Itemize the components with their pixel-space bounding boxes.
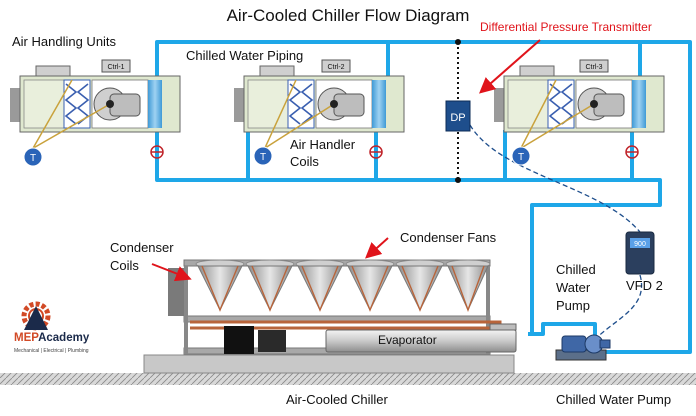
tap-point xyxy=(455,39,461,45)
condenser-fan xyxy=(395,259,445,312)
dp-transmitter xyxy=(445,100,471,132)
label-condenser-fans: Condenser Fans xyxy=(400,230,497,245)
controller-label: Ctrl-2 xyxy=(327,64,344,71)
evaporator xyxy=(325,329,517,353)
controller-label: Ctrl-3 xyxy=(585,64,602,71)
label-footer-pump: Chilled Water Pump xyxy=(556,392,672,407)
svg-text:T: T xyxy=(518,152,524,163)
label-differential-pressure-transmitter: Differential Pressure Transmitter xyxy=(480,20,652,34)
vfd-display xyxy=(630,238,650,248)
label-condenser-coils-line1: Condenser xyxy=(110,240,174,255)
annotation-arrows xyxy=(151,39,541,282)
label-air-handling-units: Air Handling Units xyxy=(12,34,117,49)
controller-label: Ctrl-1 xyxy=(107,64,124,71)
label-evaporator: Evaporator xyxy=(378,333,437,347)
label-condenser-coils-line2: Coils xyxy=(110,258,139,273)
label-pump-line1: Chilled xyxy=(556,262,596,277)
air-handling-unit xyxy=(234,59,405,151)
svg-text:T: T xyxy=(260,152,266,163)
temperature-sensor: T xyxy=(511,146,531,166)
label-footer-chiller: Air-Cooled Chiller xyxy=(286,392,388,407)
label-chilled-water-piping: Chilled Water Piping xyxy=(186,48,304,63)
control-valve xyxy=(150,145,639,159)
label-air-handler-coils-line2: Coils xyxy=(290,154,319,169)
condenser-fans xyxy=(195,259,491,313)
label-pump-line3: Pump xyxy=(556,298,590,313)
condenser-fan xyxy=(245,259,295,312)
logo-wordmark: MEPAcademy xyxy=(14,332,90,344)
temperature-sensor: T xyxy=(23,147,43,167)
air-handling-unit xyxy=(494,59,665,151)
air-handling-unit xyxy=(10,59,181,151)
logo-tagline: Mechanical | Electrical | Plumbing xyxy=(14,348,89,354)
compressor xyxy=(258,330,286,352)
condenser-fan xyxy=(195,259,245,312)
gear-icon xyxy=(21,301,51,331)
condenser-fan xyxy=(445,259,491,313)
label-air-handler-coils-line1: Air Handler xyxy=(290,137,356,152)
condenser-fan xyxy=(295,259,345,312)
svg-text:T: T xyxy=(30,153,36,164)
dp-label: DP xyxy=(450,112,465,124)
temperature-sensor: T xyxy=(253,146,273,166)
mepacademy-logo: MEPAcademy Mechanical | Electrical | Plu… xyxy=(14,296,104,360)
vfd-display-value: 900 xyxy=(634,241,646,248)
diagram-title: Air-Cooled Chiller Flow Diagram xyxy=(226,6,470,25)
tap-point xyxy=(455,177,461,183)
ground xyxy=(0,373,696,385)
condenser-fan xyxy=(345,259,395,312)
chilled-water-pump xyxy=(555,334,611,361)
label-vfd: VFD 2 xyxy=(626,278,663,293)
compressor xyxy=(224,326,254,354)
label-pump-line2: Water xyxy=(556,280,591,295)
ahu-group xyxy=(10,59,665,151)
